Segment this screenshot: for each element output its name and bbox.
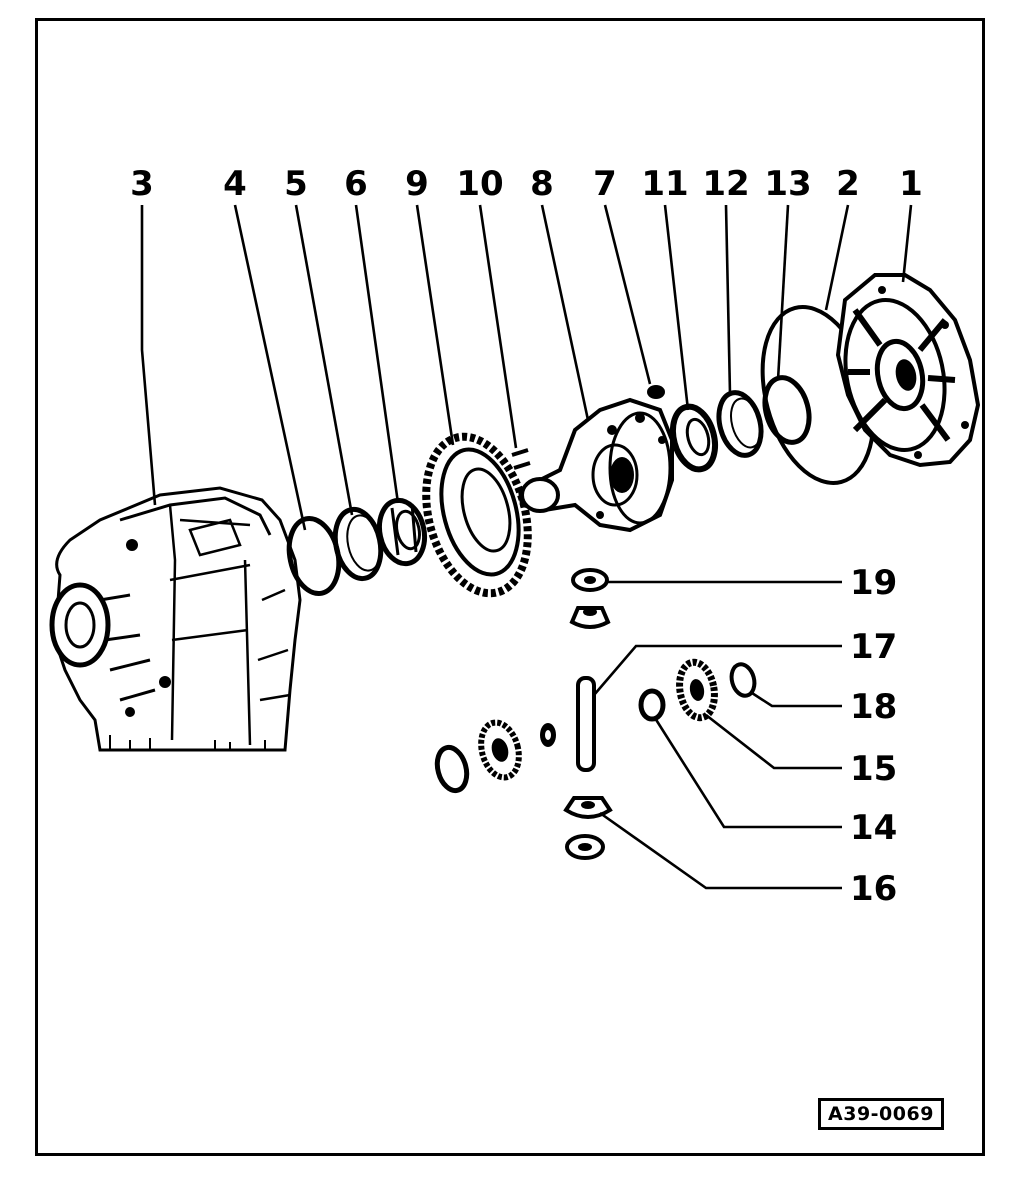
leader-15: [705, 713, 842, 770]
part-sun-gear-15: [676, 658, 718, 722]
callout-10: 10: [456, 164, 503, 204]
callout-5: 5: [284, 164, 308, 204]
callout-11: 11: [641, 164, 688, 204]
part-shaft-17: [576, 676, 596, 772]
part-small-bolt-left: [540, 723, 556, 747]
callout-6: 6: [344, 164, 368, 204]
leader-lines: [140, 204, 913, 890]
part-differential-housing-8: [517, 397, 674, 533]
leader-4: [233, 204, 307, 531]
part-cover-1: [835, 273, 981, 468]
leader-7: [603, 204, 652, 385]
callout-12: 12: [702, 164, 749, 204]
leader-12: [724, 204, 732, 395]
callout-13: 13: [764, 164, 811, 204]
diagram-frame: [35, 18, 985, 1156]
part-planet-gear-16: [563, 796, 613, 819]
leader-18: [751, 691, 842, 708]
callout-3: 3: [130, 164, 154, 204]
callout-18: 18: [850, 687, 897, 727]
leader-9: [415, 204, 455, 446]
leader-11: [663, 204, 690, 411]
leader-6: [354, 204, 400, 504]
leader-8: [540, 204, 590, 421]
leader-16: [599, 811, 842, 890]
leader-5: [294, 204, 354, 516]
callout-4: 4: [223, 164, 247, 204]
part-bolt-7: [647, 385, 665, 399]
figure-id-label: A39-0069: [818, 1098, 944, 1130]
callout-19: 19: [850, 563, 897, 603]
leader-14: [653, 717, 842, 829]
part-bearing-race-12: [716, 390, 764, 458]
part-pins-10: [511, 448, 531, 470]
callout-17: 17: [850, 627, 897, 667]
leader-13: [776, 204, 790, 381]
callout-numbers: 3 4 5 6 9 10 8 7 11 12 13 2 1 19 17 18 1…: [130, 164, 923, 909]
part-sun-gear-left: [434, 719, 522, 794]
callout-2: 2: [836, 164, 860, 204]
part-threaded-piece-14: [638, 688, 666, 722]
callout-8: 8: [530, 164, 554, 204]
callout-7: 7: [593, 164, 617, 204]
part-crown-wheel-9: [422, 432, 532, 598]
part-thrust-washer-19: [571, 568, 609, 592]
callout-1: 1: [899, 164, 923, 204]
leader-3: [140, 205, 157, 506]
part-gearbox-housing: [49, 486, 302, 752]
callout-16: 16: [850, 869, 897, 909]
leader-10: [478, 204, 518, 449]
part-thrust-washer-lower: [565, 834, 605, 860]
leader-17: [593, 644, 842, 696]
callout-9: 9: [405, 164, 429, 204]
part-shim-18: [729, 662, 757, 698]
part-tapered-bearing-11: [669, 403, 719, 473]
callout-14: 14: [850, 808, 897, 848]
leader-2: [824, 204, 850, 311]
part-planet-gear-upper: [569, 606, 611, 629]
callout-15: 15: [850, 749, 897, 789]
leader-1: [901, 204, 913, 283]
part-tapered-bearing-6: [376, 497, 428, 567]
